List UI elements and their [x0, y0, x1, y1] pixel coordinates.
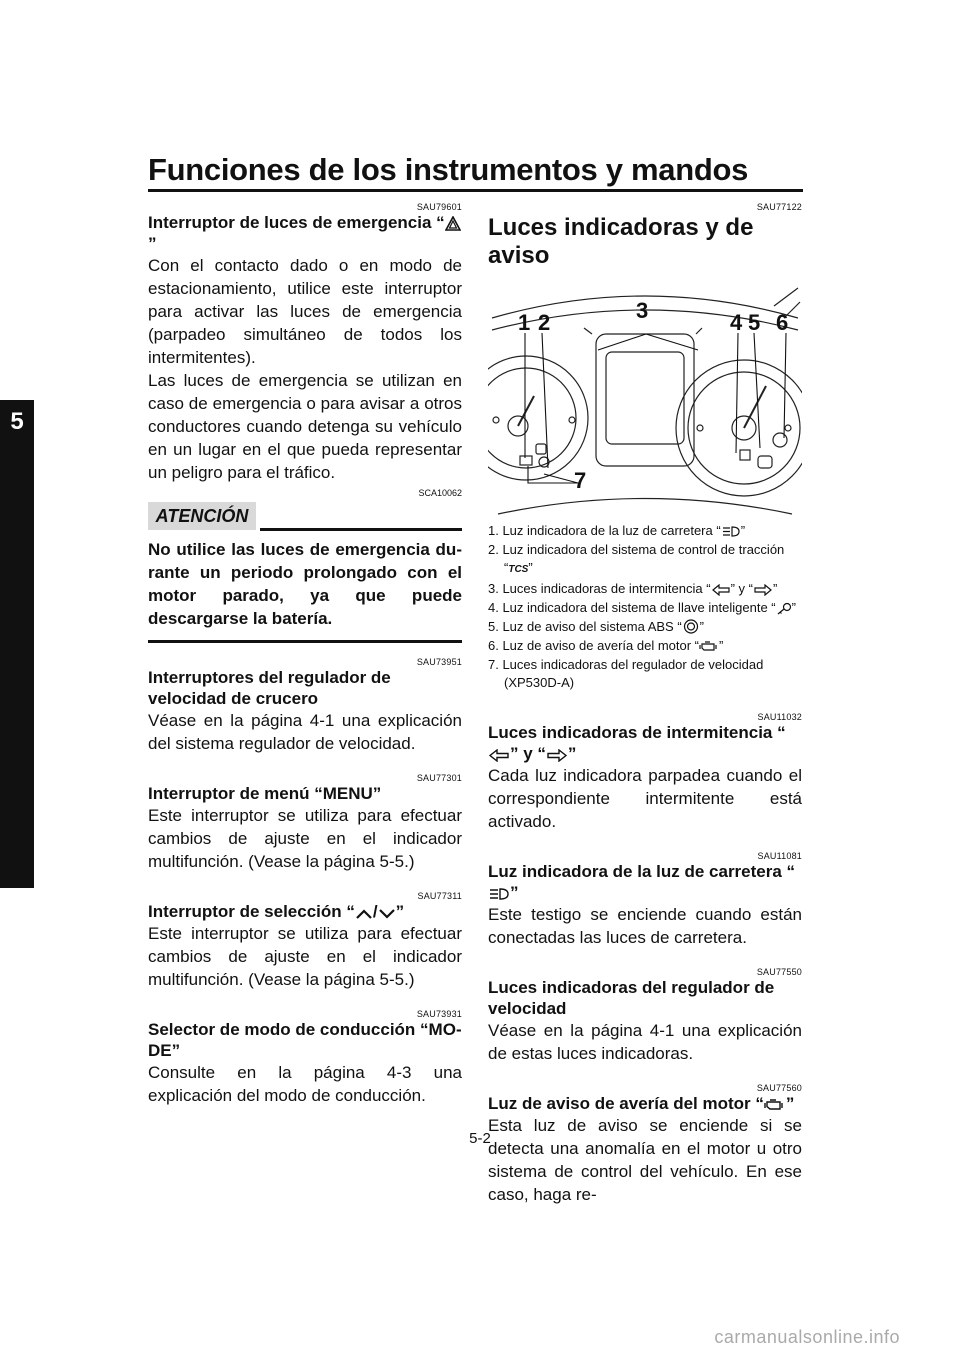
ref-code: SAU77550: [756, 967, 802, 977]
figure-label: 2: [538, 310, 550, 335]
tcs-icon: TCS: [508, 564, 529, 575]
turn-right-icon: [547, 749, 568, 762]
caution-header: ATENCIÓN SCA10062: [148, 488, 462, 532]
abs-icon: [683, 619, 698, 634]
section-title: Luces indicadoras del regulador de velo­…: [488, 978, 775, 1018]
section-title: Luces indicadoras de intermitencia “” y …: [488, 723, 786, 763]
figure-label: 3: [636, 298, 648, 323]
caution-end-rule: [148, 640, 462, 643]
section-body: Este interruptor se utiliza para efectua…: [148, 924, 462, 989]
section-title: Interruptor de menú “MENU”: [148, 784, 382, 803]
instrument-cluster-drawing: 1 2 3 4 5 6 7: [463, 287, 813, 515]
section-body: Esta luz de aviso se enciende si se dete…: [488, 1116, 802, 1204]
chevron-down-icon: [378, 909, 395, 919]
section-body: Cada luz indicadora parpadea cuando el c…: [488, 766, 802, 831]
section-title: Luz indicadora de la luz de carretera “”: [488, 862, 796, 902]
hazard-triangle-icon: [444, 216, 461, 231]
smart-key-icon: [777, 602, 791, 615]
ref-code: SCA10062: [418, 488, 462, 498]
engine-icon: [699, 641, 717, 651]
ref-code: SAU73951: [416, 657, 462, 667]
ref-code: SAU73931: [416, 1009, 462, 1019]
turn-left-icon: [488, 749, 509, 762]
caution-text: No utilice las luces de emergencia du­ra…: [148, 540, 462, 628]
section-drive-mode: SAU73931 Selector de modo de conducción …: [148, 1009, 462, 1107]
section-hazard-switch: SAU79601 Interruptor de luces de emergen…: [148, 202, 462, 484]
right-column: SAU77122 Luces indicadoras y de aviso: [463, 202, 813, 1224]
legend-item: 2. Luz indicadora del sistema de control…: [488, 542, 785, 575]
section-body: Este interruptor se utiliza para efectua…: [148, 806, 462, 871]
high-beam-icon: [722, 526, 740, 537]
section-title: Luz de aviso de avería del motor “”: [488, 1094, 795, 1113]
section-engine-warning: SAU77560 Luz de aviso de avería del moto…: [488, 1083, 802, 1206]
section-high-beam: SAU11081 Luz indicadora de la luz de car…: [488, 851, 802, 949]
figure-legend: 1. Luz indicadora de la luz de carretera…: [488, 522, 802, 692]
legend-item: 5. Luz de aviso del sistema ABS “”: [488, 619, 704, 634]
caution-rule: [260, 528, 462, 531]
chapter-tab-number: 5: [10, 408, 24, 435]
watermark: carmanualsonline.info: [714, 1327, 900, 1347]
section-title: Selector de modo de conducción “MO­DE”: [148, 1020, 462, 1060]
section-select-switch: SAU77311 Interruptor de selección “/” Es…: [148, 891, 462, 991]
ref-code: SAU77560: [756, 1083, 802, 1093]
section-body: Véase en la página 4-1 una explicación d…: [488, 1021, 802, 1063]
figure-label: 1: [518, 310, 530, 335]
section-title: Interruptor de luces de emergencia “”: [148, 212, 462, 254]
title-rule: [148, 189, 803, 192]
figure-label: 6: [776, 310, 788, 335]
high-beam-icon: [490, 888, 509, 900]
caution-badge: ATENCIÓN: [148, 502, 256, 530]
ref-code: SAU77311: [417, 891, 462, 901]
page-number: 5-2: [469, 1130, 491, 1147]
legend-item: 1. Luz indicadora de la luz de carretera…: [488, 523, 746, 538]
legend-item: 3. Luces indicadoras de intermitencia “”…: [488, 581, 778, 596]
section-title: Interruptores del regulador de velocidad…: [148, 668, 391, 708]
figure-label: 5: [748, 310, 760, 335]
left-column: SAU79601 Interruptor de luces de emergen…: [148, 202, 462, 1125]
section-cruise-indicators: SAU77550 Luces indicadoras del regulador…: [488, 967, 802, 1065]
section-body: Consulte en la página 4-3 una explicació…: [148, 1063, 462, 1105]
legend-item: 6. Luz de aviso de avería del motor “”: [488, 638, 724, 653]
legend-item: 7. Luces indicadoras del regulador de ve…: [488, 657, 764, 690]
section-title: Interruptor de selección “/”: [148, 902, 405, 921]
ref-code: SAU77122: [756, 202, 802, 212]
page-title: Funciones de los instrumentos y mandos: [148, 152, 749, 187]
chevron-up-icon: [356, 909, 372, 919]
turn-left-icon: [711, 584, 730, 596]
ref-code: SAU11032: [757, 712, 802, 722]
section-menu-switch: SAU77301 Interruptor de menú “MENU” Este…: [148, 773, 462, 873]
engine-icon: [764, 1099, 783, 1110]
section-body: Con el contacto dado o en modo de estaci…: [148, 256, 462, 367]
section-turn-indicators: SAU11032 Luces indicadoras de intermiten…: [488, 712, 802, 833]
section-body: Véase en la página 4-1 una explicación d…: [148, 711, 462, 753]
main-heading: Luces indicadoras y de aviso: [488, 214, 754, 269]
chapter-tab: [0, 400, 34, 888]
figure-label: 4: [730, 310, 743, 335]
section-cruise-switches: SAU73951 Interruptores del regulador de …: [148, 657, 462, 755]
section-body-2: Las luces de emergencia se utilizan en c…: [148, 371, 462, 482]
turn-right-icon: [754, 584, 772, 596]
figure-label: 7: [574, 468, 586, 493]
section-body: Este testigo se enciende cuando están co…: [488, 905, 802, 947]
ref-code: SAU11081: [757, 851, 802, 861]
ref-code: SAU77301: [416, 773, 462, 783]
ref-code: SAU79601: [416, 202, 462, 212]
legend-item: 4. Luz indicadora del sistema de llave i…: [488, 600, 796, 615]
instrument-cluster-figure: 1 2 3 4 5 6 7: [463, 278, 813, 516]
